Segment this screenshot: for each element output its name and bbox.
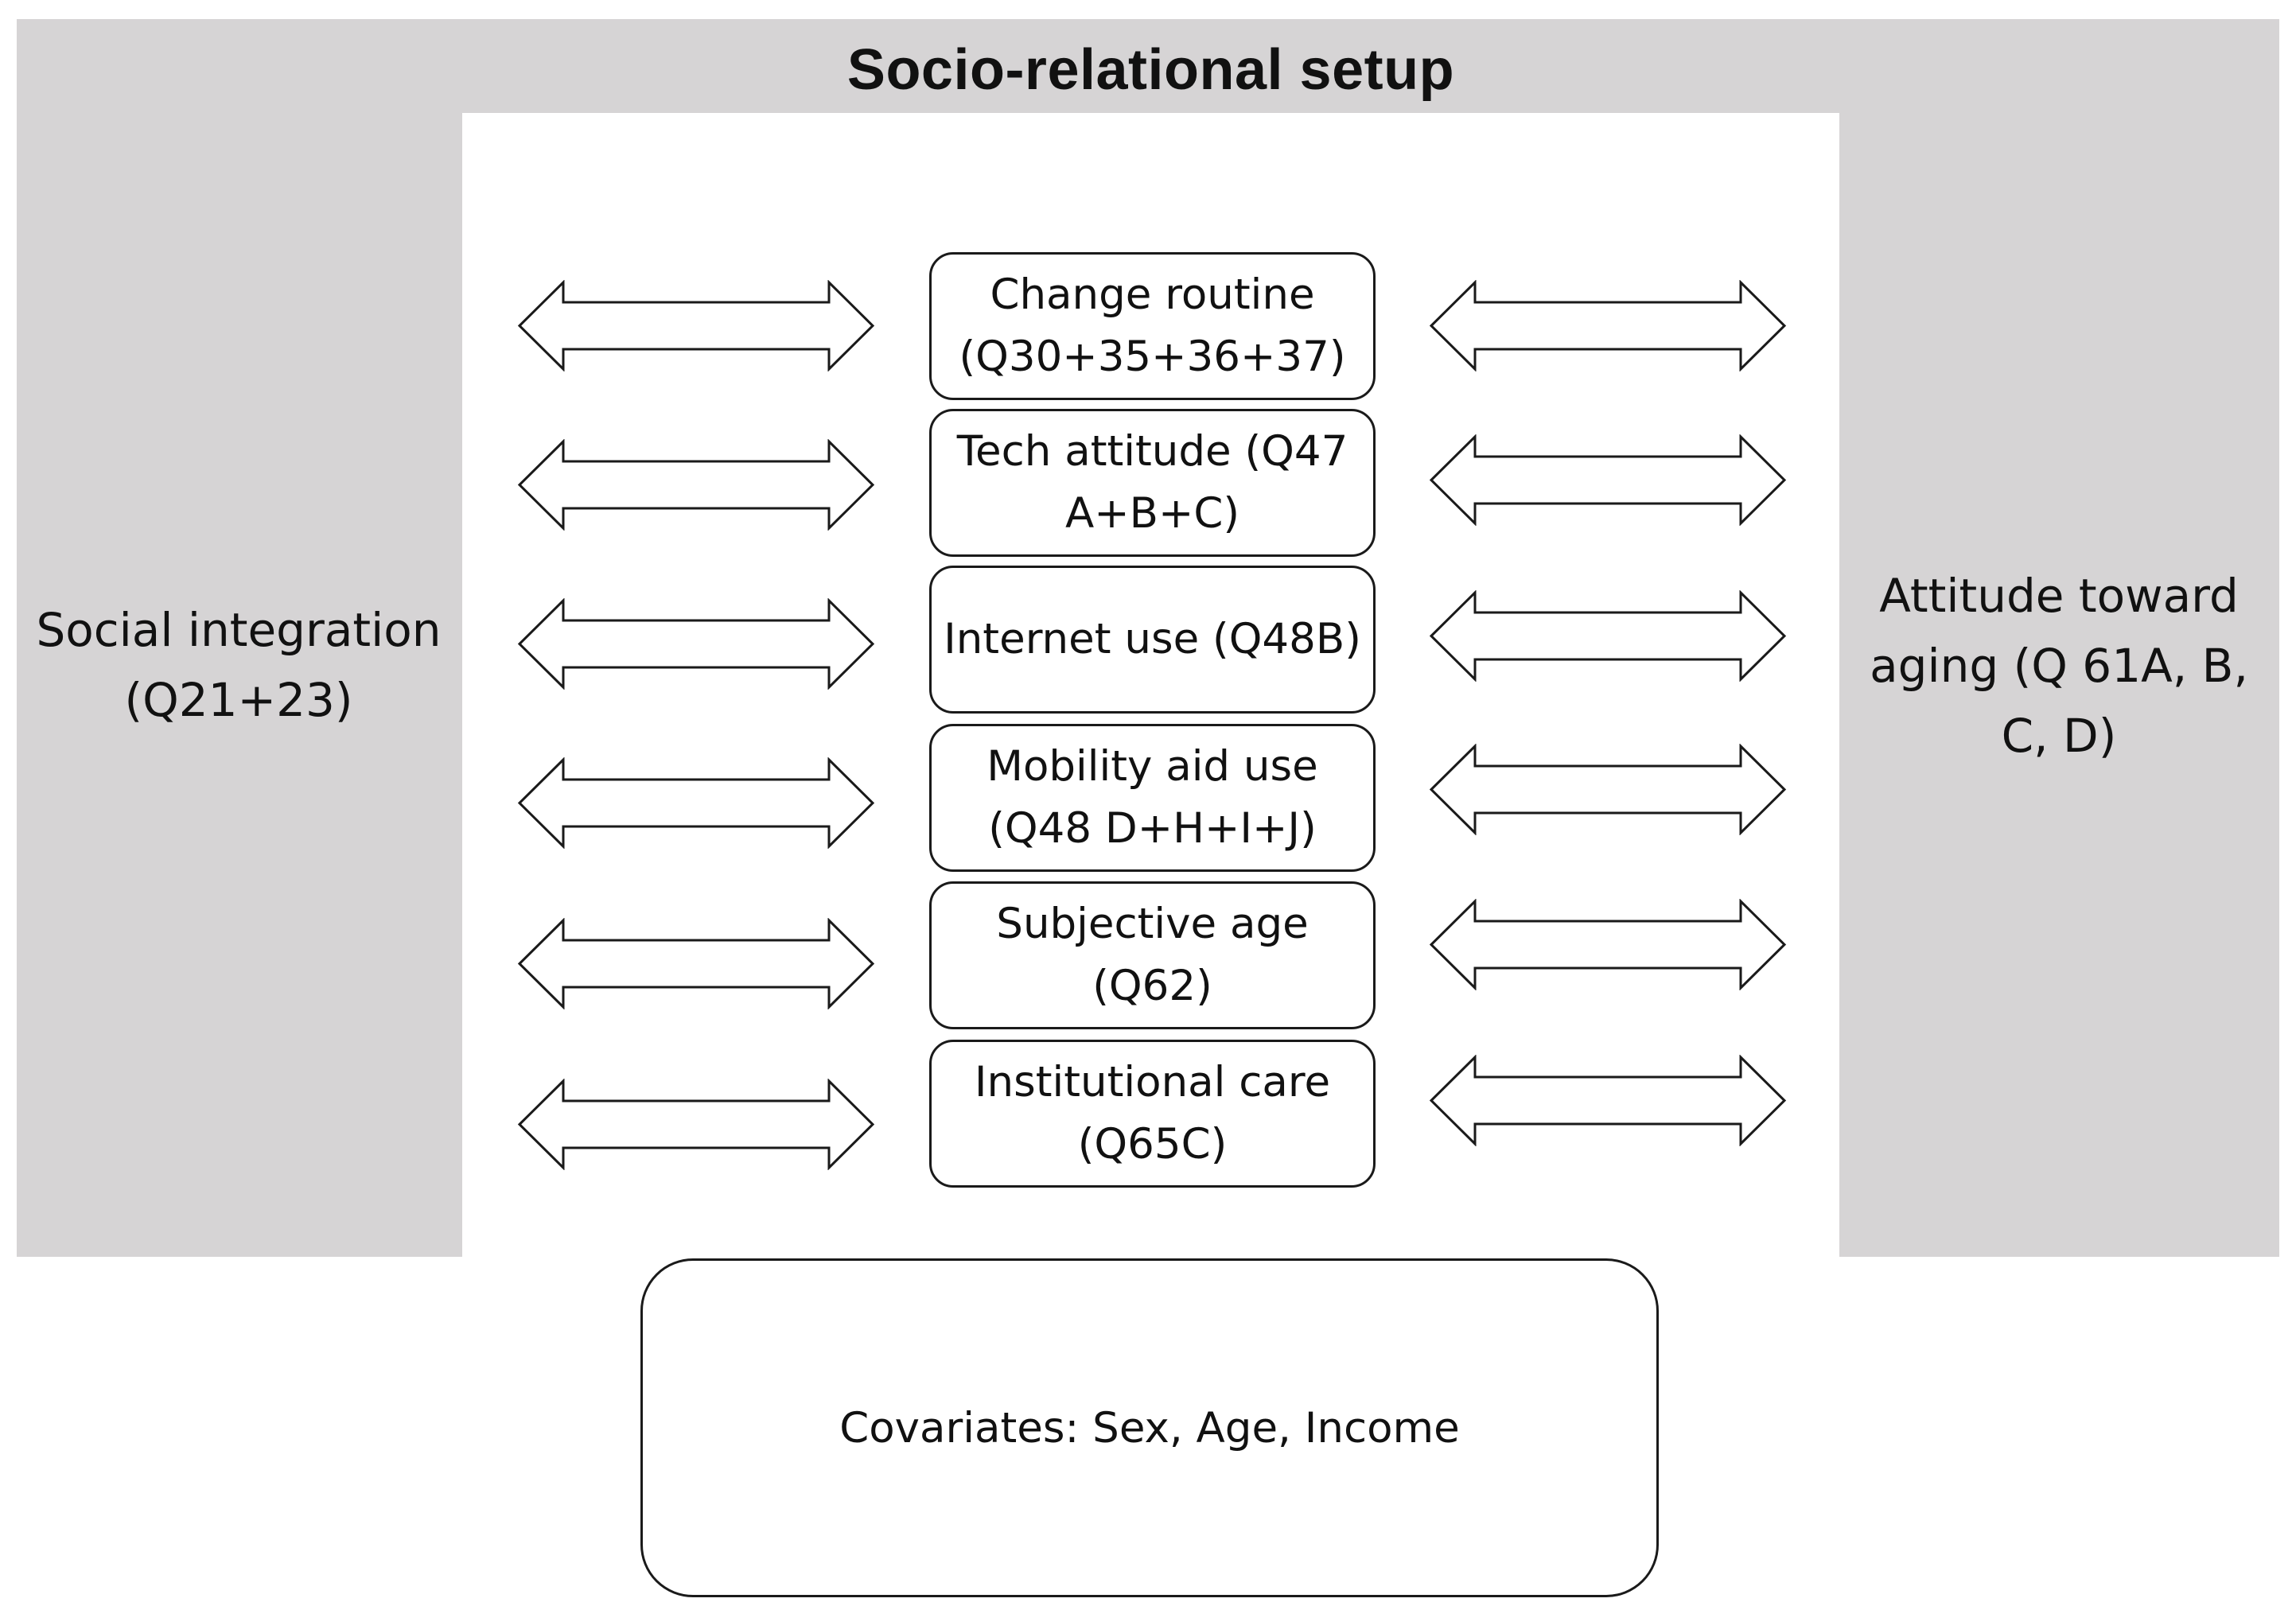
mediator-label: Subjective age: [996, 900, 1309, 948]
diagram-title: Socio-relational setup: [846, 38, 1455, 102]
mediator-items: (Q62): [1092, 962, 1212, 1010]
mediator-items: (Q48 D+H+I+J): [988, 804, 1317, 853]
right-double-arrow-4: [1429, 744, 1787, 835]
right-double-arrow-1: [1429, 280, 1787, 371]
mediator-items: A+B+C): [1064, 489, 1240, 538]
attitude-toward-aging-node: Attitude toward aging (Q 61A, B, C, D): [1844, 561, 2274, 771]
left-double-arrow-5: [517, 918, 875, 1009]
right-double-arrow-6: [1429, 1055, 1787, 1146]
mediator-items: (Q65C): [1077, 1120, 1228, 1169]
attitude-label-line2: aging (Q 61A, B,: [1870, 639, 2248, 693]
mediator-subjective-age: Subjective age (Q62): [929, 881, 1376, 1029]
right-double-arrow-3: [1429, 590, 1787, 682]
covariates-box: Covariates: Sex, Age, Income: [640, 1258, 1659, 1597]
mediator-change-routine: Change routine (Q30+35+36+37): [929, 252, 1376, 400]
social-integration-label: Social integration: [36, 603, 442, 657]
social-integration-items: (Q21+23): [124, 673, 353, 727]
mediator-mobility-aid-use: Mobility aid use (Q48 D+H+I+J): [929, 724, 1376, 872]
left-double-arrow-6: [517, 1079, 875, 1170]
left-double-arrow-3: [517, 598, 875, 690]
mediator-institutional-care: Institutional care (Q65C): [929, 1040, 1376, 1188]
mediator-label: Change routine: [990, 270, 1315, 319]
right-double-arrow-5: [1429, 899, 1787, 990]
attitude-label-line3: C, D): [2001, 709, 2117, 763]
right-double-arrow-2: [1429, 434, 1787, 526]
left-double-arrow-1: [517, 280, 875, 371]
left-double-arrow-2: [517, 439, 875, 531]
mediator-internet-use: Internet use (Q48B): [929, 566, 1376, 714]
covariates-label: Covariates: Sex, Age, Income: [839, 1403, 1460, 1452]
mediator-label: Mobility aid use: [987, 742, 1318, 791]
mediator-label: Institutional care: [974, 1058, 1331, 1106]
social-integration-node: Social integration (Q21+23): [24, 595, 453, 735]
mediator-items: (Q30+35+36+37): [959, 332, 1346, 381]
attitude-label-line1: Attitude toward: [1879, 569, 2239, 623]
mediator-tech-attitude: Tech attitude (Q47 A+B+C): [929, 409, 1376, 557]
mediator-label: Internet use (Q48B): [944, 615, 1361, 663]
mediator-label: Tech attitude (Q47: [956, 427, 1348, 476]
left-double-arrow-4: [517, 757, 875, 849]
